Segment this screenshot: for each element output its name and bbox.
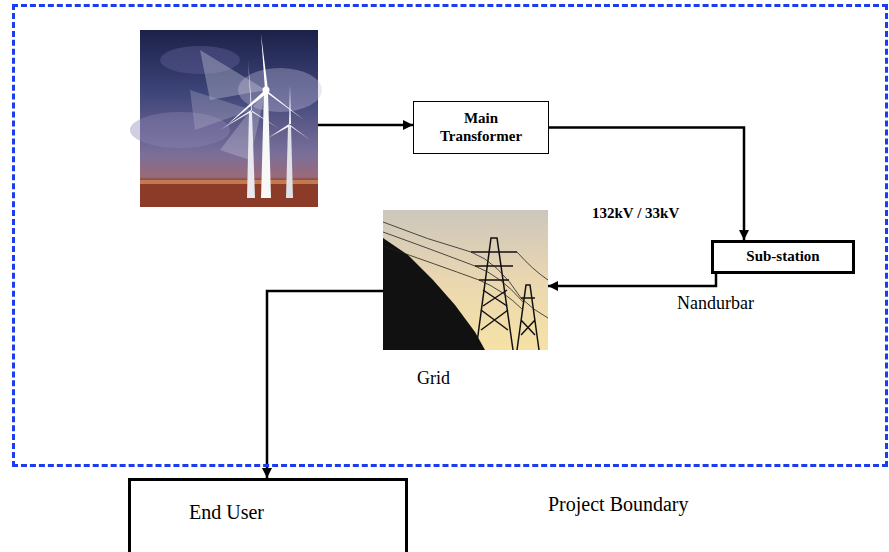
grid-picture	[383, 210, 548, 350]
grid-node: Grid	[383, 210, 548, 395]
turbine-arrow	[318, 124, 413, 127]
grid-picture-part-part	[383, 232, 523, 302]
wind-turbine-picture-part	[226, 90, 267, 126]
voltage-label: 132kV / 33kV	[592, 205, 679, 222]
node-text: Project Boundary	[548, 493, 689, 516]
node-text: End User	[189, 501, 264, 524]
wind-turbine-picture-part	[247, 112, 255, 198]
project-boundary: Project BoundaryMain TransformerSub-stat…	[12, 4, 888, 467]
wind-turbine-picture-part	[248, 60, 252, 110]
grid-picture-part-part	[383, 246, 523, 310]
wind-turbine-picture-part	[268, 124, 290, 138]
node-text: Sub-station	[746, 248, 819, 265]
grid-picture-part	[383, 238, 485, 350]
wind-turbine-picture-part	[190, 90, 252, 130]
end-user-box: End User	[128, 478, 408, 552]
wind-turbine-picture-part	[263, 87, 270, 94]
node-text: Main Transformer	[429, 110, 533, 145]
wind-turbine-picture-part	[286, 126, 293, 198]
grid-picture-part	[383, 210, 548, 350]
power-line	[549, 128, 744, 241]
grid-picture-part	[383, 222, 548, 318]
wind-turbine-picture-part	[200, 50, 266, 100]
wind-turbine-picture-part	[266, 90, 304, 120]
place-label: Nandurbar	[677, 293, 754, 314]
wind-turbine-picture-part	[261, 34, 268, 90]
wind-turbine-picture-part	[220, 90, 266, 160]
node-text: Grid	[417, 368, 450, 389]
substation-box: Sub-station	[711, 240, 855, 274]
wind-turbine-picture	[130, 30, 322, 207]
grid-picture-part	[471, 238, 539, 350]
grid-picture-part-part	[476, 238, 513, 350]
power-line	[267, 291, 383, 478]
wind-turbine-picture-part	[289, 85, 291, 124]
grid-picture-part-part	[517, 252, 548, 280]
grid-picture-part-part	[383, 222, 548, 318]
wind-turbine-picture-part	[289, 124, 310, 140]
transformer-box: Main Transformer	[413, 101, 549, 154]
wind-turbine-picture-part	[220, 110, 251, 130]
grid-picture-part-part	[517, 285, 539, 350]
power-line	[548, 274, 716, 286]
grid-picture-part-part	[481, 290, 508, 330]
wind-turbine-picture-part	[261, 92, 271, 198]
